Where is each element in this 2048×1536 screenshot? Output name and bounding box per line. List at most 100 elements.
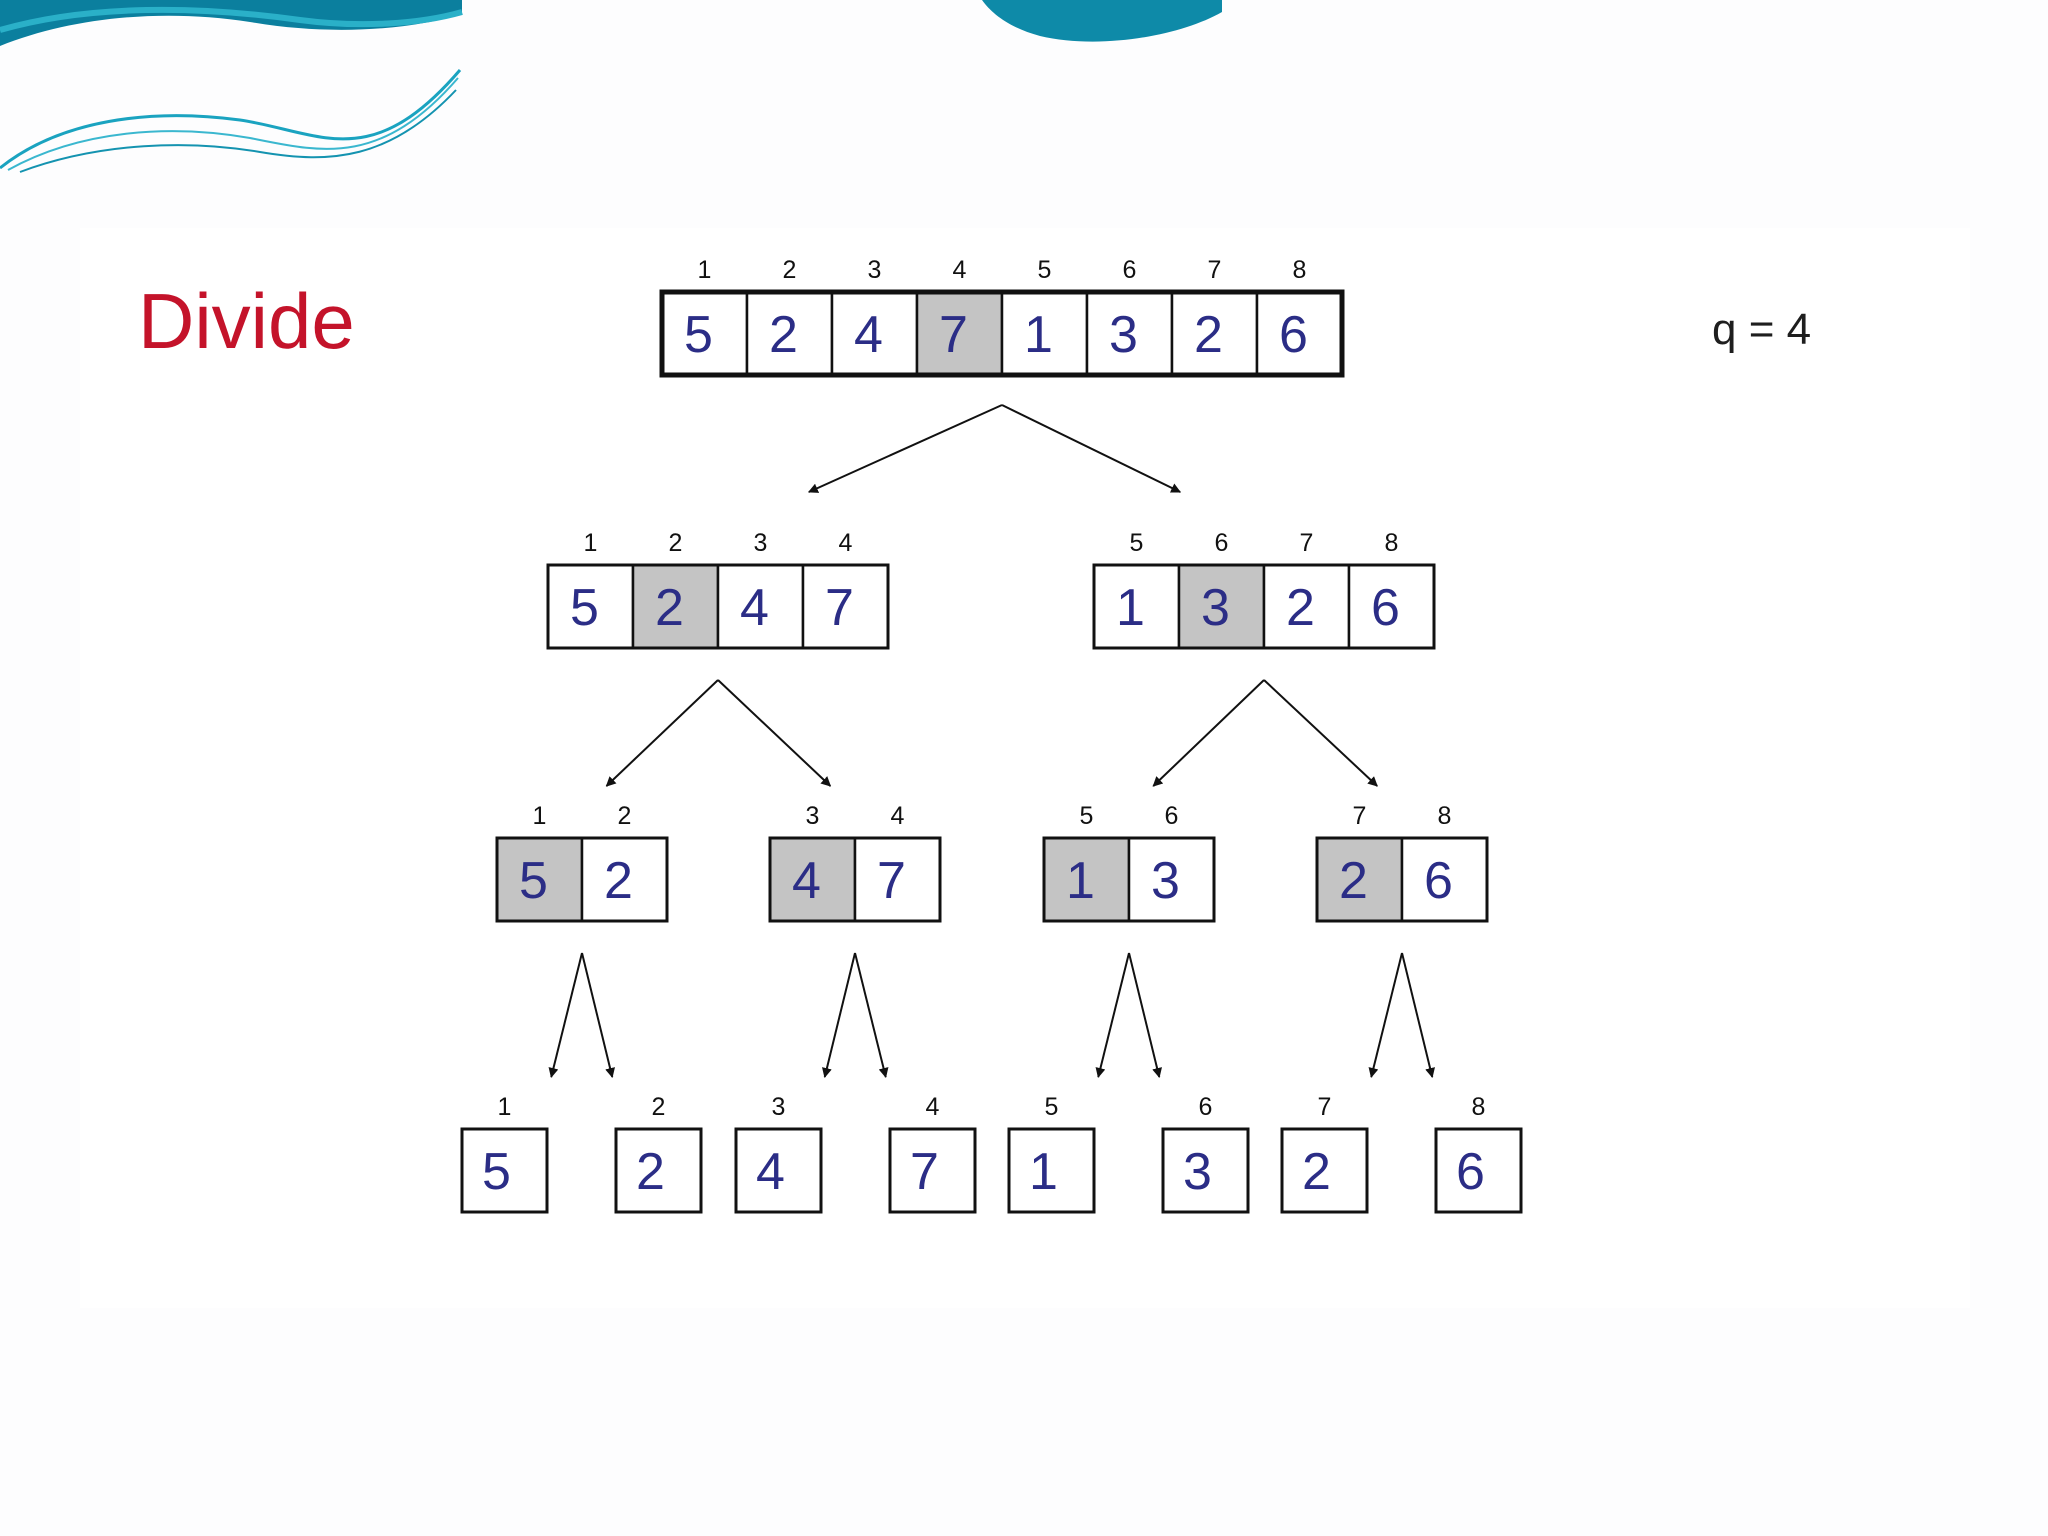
array-cell xyxy=(1347,563,1436,650)
cell-value: 3 xyxy=(1201,579,1230,637)
cell-value: 2 xyxy=(655,579,684,637)
array-cell xyxy=(1434,1127,1523,1214)
cell-value: 5 xyxy=(519,852,548,910)
cell-index-label: 5 xyxy=(1038,256,1052,284)
header-wave-decoration xyxy=(0,0,1222,173)
array-node: 51 xyxy=(460,1093,549,1214)
wave-top-center xyxy=(982,0,1222,42)
array-cell xyxy=(853,836,942,923)
cell-index-label: 7 xyxy=(1208,256,1222,284)
array-frame xyxy=(1315,836,1489,923)
cell-index-label: 1 xyxy=(584,529,598,557)
cell-value: 3 xyxy=(1109,306,1138,364)
split-arrow xyxy=(548,952,583,1078)
cell-index-label: 8 xyxy=(1293,256,1307,284)
cell-value: 6 xyxy=(1424,852,1453,910)
cell-index-label: 4 xyxy=(839,529,853,557)
cell-value: 6 xyxy=(1456,1143,1485,1201)
wave-line-1 xyxy=(0,69,462,170)
cell-value: 2 xyxy=(1286,579,1315,637)
pivot-q-label: q = 4 xyxy=(1712,305,1812,354)
cell-value: 2 xyxy=(604,852,633,910)
array-cell xyxy=(830,290,919,377)
cell-value: 5 xyxy=(482,1143,511,1201)
split-arrow xyxy=(807,404,1003,493)
cell-index-label: 3 xyxy=(754,529,768,557)
split-arrow xyxy=(1152,679,1265,787)
array-cell xyxy=(1092,563,1181,650)
cell-value: 2 xyxy=(1339,852,1368,910)
cell-index-label: 3 xyxy=(772,1093,786,1121)
pivot-cell xyxy=(915,290,1004,377)
array-frame xyxy=(659,289,1345,378)
array-cell xyxy=(1262,563,1351,650)
cell-index-label: 3 xyxy=(868,256,882,284)
cell-value: 1 xyxy=(1029,1143,1058,1201)
cell-index-label: 5 xyxy=(1045,1093,1059,1121)
cell-value: 1 xyxy=(1024,306,1053,364)
cell-index-label: 1 xyxy=(533,802,547,830)
array-node: 68 xyxy=(1434,1093,1523,1214)
cell-index-label: 2 xyxy=(652,1093,666,1121)
array-frame xyxy=(888,1127,977,1214)
split-arrow xyxy=(1001,404,1182,493)
array-node: 36 xyxy=(1161,1093,1250,1214)
cell-value: 4 xyxy=(792,852,821,910)
array-node: 43 xyxy=(734,1093,823,1214)
wave-line-3 xyxy=(19,89,457,173)
array-cell xyxy=(546,563,635,650)
cell-index-label: 8 xyxy=(1385,529,1399,557)
cell-index-label: 8 xyxy=(1438,802,1452,830)
split-arrow xyxy=(717,679,832,787)
array-node: 15 xyxy=(1007,1093,1096,1214)
cell-index-label: 2 xyxy=(618,802,632,830)
array-frame xyxy=(1007,1127,1096,1214)
cell-value: 7 xyxy=(939,306,968,364)
cell-value: 6 xyxy=(1371,579,1400,637)
cell-index-label: 7 xyxy=(1300,529,1314,557)
array-frame xyxy=(1092,563,1436,650)
array-cell xyxy=(1280,1127,1369,1214)
cell-value: 5 xyxy=(570,579,599,637)
split-arrow xyxy=(1368,952,1403,1078)
cell-value: 4 xyxy=(756,1143,785,1201)
split-arrow xyxy=(605,679,719,787)
cell-index-label: 8 xyxy=(1472,1093,1486,1121)
cell-index-label: 6 xyxy=(1123,256,1137,284)
split-arrow xyxy=(1095,952,1130,1078)
cell-value: 5 xyxy=(684,306,713,364)
cell-value: 2 xyxy=(1194,306,1223,364)
cell-index-label: 6 xyxy=(1165,802,1179,830)
cell-index-label: 2 xyxy=(669,529,683,557)
split-arrow xyxy=(854,952,889,1078)
array-cell xyxy=(660,290,749,377)
array-frame xyxy=(614,1127,703,1214)
cell-index-label: 5 xyxy=(1080,802,1094,830)
split-arrow xyxy=(1401,952,1435,1078)
cell-index-label: 1 xyxy=(698,256,712,284)
cell-index-label: 4 xyxy=(891,802,905,830)
cell-index-label: 1 xyxy=(498,1093,512,1121)
array-cell xyxy=(1127,836,1216,923)
wave-line-2 xyxy=(7,77,459,171)
array-node: 74 xyxy=(888,1093,977,1214)
cell-value: 6 xyxy=(1279,306,1308,364)
array-node: 22 xyxy=(614,1093,703,1214)
array-frame xyxy=(768,836,942,923)
array-frame xyxy=(1434,1127,1523,1214)
cell-index-label: 3 xyxy=(806,802,820,830)
cell-value: 4 xyxy=(854,306,883,364)
array-node: 27 xyxy=(1280,1093,1369,1214)
cell-value: 2 xyxy=(769,306,798,364)
cell-value: 1 xyxy=(1066,852,1095,910)
array-frame xyxy=(495,836,669,923)
split-arrow xyxy=(822,952,856,1078)
cell-value: 3 xyxy=(1183,1143,1212,1201)
wave-top-left-highlight xyxy=(0,6,463,33)
cell-value: 3 xyxy=(1151,852,1180,910)
